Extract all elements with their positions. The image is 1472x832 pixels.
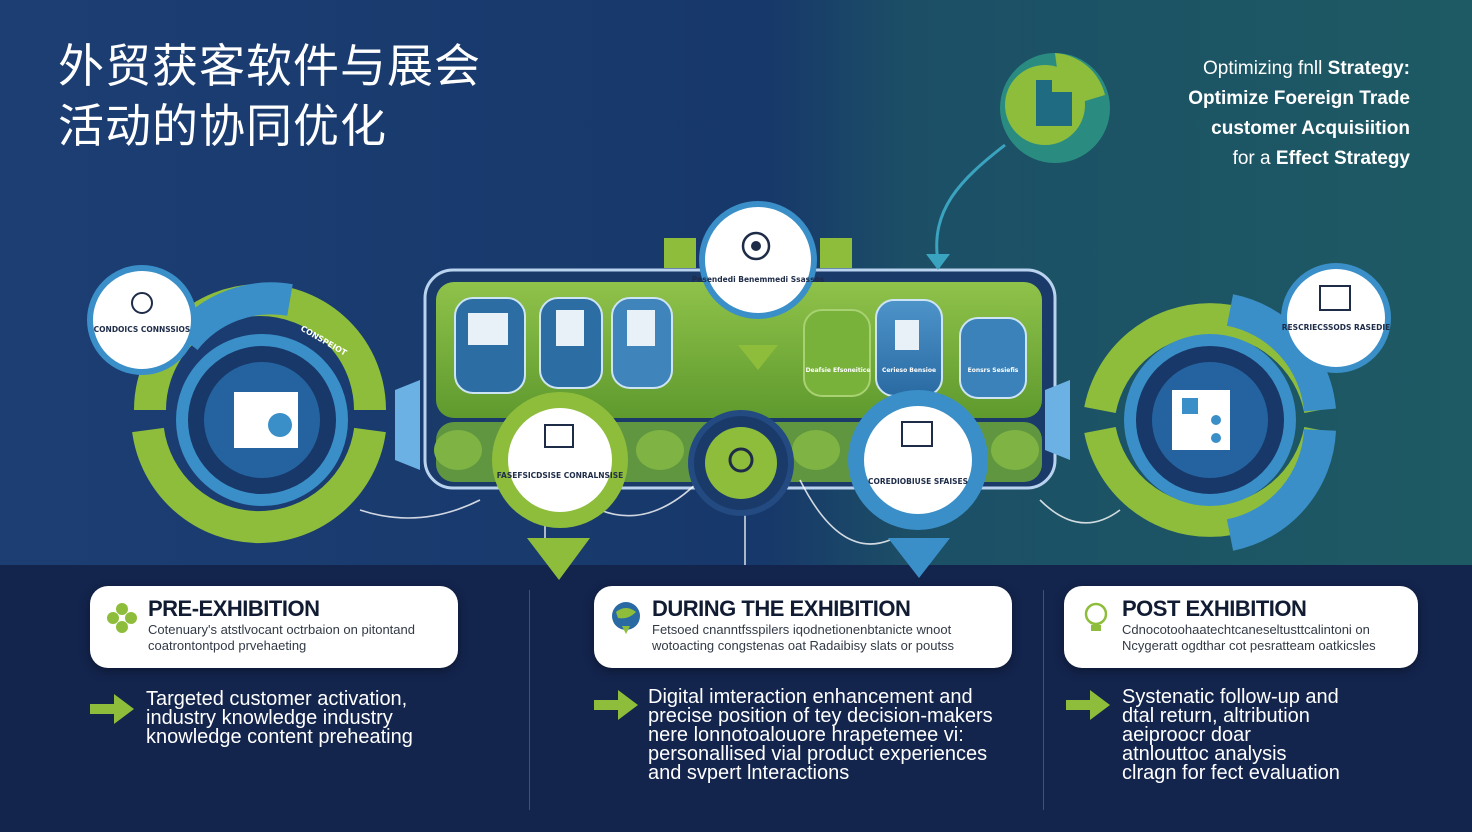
pre-bullet-arrow-icon: [90, 694, 134, 724]
device-card-5-screen: [895, 320, 919, 350]
logo-arrow-head: [926, 254, 950, 270]
title-line-2: 活动的协同优化: [58, 99, 387, 153]
during-exhibition-card: DURING THE EXHIBITION Fetsoed cnanntfssp…: [594, 586, 1012, 668]
top-bubble-tag-right: [820, 238, 852, 268]
device-card-2-screen: [556, 310, 584, 346]
strategy-line-4-bold: Effect Strategy: [1275, 148, 1410, 169]
strategy-line-3: customer Acquisiition: [1211, 118, 1410, 139]
card-label-1: Deafsie Efsoneitice: [806, 367, 871, 374]
globe-pin-icon: [612, 602, 640, 634]
column-divider-2: [1043, 590, 1044, 810]
mid-right-bubble: COREDIOBIUSE SFAISES: [848, 390, 988, 530]
right-bubble: RESCRIECSSODS RASEDIE: [1281, 263, 1391, 373]
post-exhibition-summary: Systenatic follow-up and dtal return, al…: [1122, 686, 1340, 784]
device-cards: Deafsie Efsoneitice Cerieso Bensioe Eons…: [454, 297, 1027, 399]
strategy-heading: Optimizing fnll Strategy: Optimize Foere…: [1188, 54, 1410, 174]
post-exhibition-card: POST EXHIBITION Cdnocotoohaatechtcanesel…: [1064, 586, 1418, 668]
card-label-2: Cerieso Bensioe: [882, 367, 936, 374]
left-bubble: CONDOICS CONNSSIOS: [87, 265, 197, 375]
strategy-line-1: Optimizing fnll Strategy:: [1188, 54, 1410, 84]
left-connector: [395, 380, 420, 470]
mid-left-bubble: FASEFSICDSISE CONRALNSISE: [492, 392, 628, 528]
pre-exhibition-desc: Cotenuary's atstlvocant octrbaion on pit…: [148, 622, 415, 653]
during-exhibition-summary: Digital imteraction enhancement and prec…: [648, 686, 993, 784]
pre-exhibition-summary: Targeted customer activation, industry k…: [146, 688, 413, 748]
pre-exhibition-card: PRE-EXHIBITION Cotenuary's atstlvocant o…: [90, 586, 458, 668]
post-exhibition-title: POST EXHIBITION: [1122, 596, 1307, 621]
during-arrow: [888, 538, 950, 578]
right-bubble-label: RESCRIECSSODS RASEDIE: [1282, 323, 1390, 332]
pre-arrow: [527, 538, 590, 580]
during-exhibition-title: DURING THE EXHIBITION: [652, 596, 911, 621]
page-title: 外贸获客软件与展会 活动的协同优化: [58, 36, 481, 156]
top-bubble: Pesendedi Benemmedi Ssassos: [664, 201, 852, 319]
logo-mark: [1000, 53, 1110, 163]
strategy-line-4-prefix: for a: [1232, 148, 1271, 169]
mid-right-bubble-label: COREDIOBIUSE SFAISES: [868, 477, 968, 486]
strategy-line-2: Optimize Foereign Trade: [1188, 88, 1410, 109]
card-label-3: Eonsrs Sesiefis: [968, 367, 1019, 374]
device-card-1-screen: [468, 313, 508, 345]
during-exhibition-desc: Fetsoed cnanntfsspilers iqodnetionenbtan…: [652, 622, 955, 653]
post-exhibition-desc: Cdnocotoohaatechtcaneseltusttcalintoni o…: [1122, 622, 1376, 653]
logo-arrow: [935, 143, 1006, 263]
top-bubble-tag-left: [664, 238, 696, 268]
right-connector: [1045, 380, 1070, 460]
pre-exhibition-title: PRE-EXHIBITION: [148, 596, 320, 621]
strategy-line-1-prefix: Optimizing fnll: [1203, 58, 1323, 79]
column-divider-1: [529, 590, 530, 810]
title-line-1: 外贸获客软件与展会: [58, 39, 481, 93]
device-card-6: [959, 317, 1027, 399]
center-ring: [688, 410, 794, 516]
during-bullet-arrow-icon: [594, 690, 638, 720]
top-down-arrow: [738, 345, 778, 370]
strategy-line-1-bold: Strategy:: [1327, 58, 1410, 79]
device-card-4: [803, 309, 871, 397]
right-ring: [1084, 294, 1336, 551]
lightbulb-icon: [1084, 602, 1108, 631]
device-card-1: [454, 297, 526, 394]
panel-pods: [434, 430, 1039, 470]
top-bubble-label: Pesendedi Benemmedi Ssassos: [692, 275, 825, 284]
device-card-3-screen: [627, 310, 655, 346]
left-bubble-label: CONDOICS CONNSSIOS: [94, 325, 191, 334]
post-bullet-arrow-icon: [1066, 690, 1110, 720]
clover-icon: [107, 603, 137, 633]
strategy-line-4: for a Effect Strategy: [1188, 144, 1410, 174]
mid-left-bubble-label: FASEFSICDSISE CONRALNSISE: [497, 471, 623, 480]
